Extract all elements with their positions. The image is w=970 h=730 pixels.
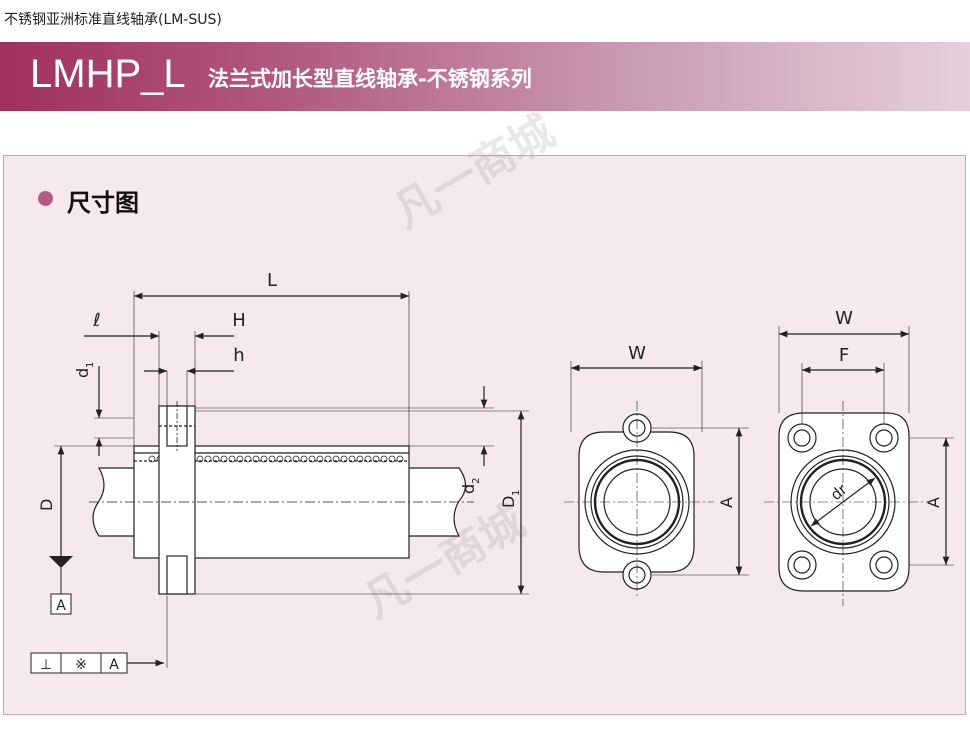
dim-W-mid-label: W bbox=[628, 343, 646, 364]
dim-D1-label: D bbox=[499, 496, 518, 508]
title-banner: LMHP_L 法兰式加长型直线轴承-不锈钢系列 bbox=[0, 42, 970, 111]
product-subtitle: 法兰式加长型直线轴承-不锈钢系列 bbox=[208, 67, 532, 91]
dim-d2-label: d bbox=[459, 484, 478, 494]
dim-d1-label: d bbox=[73, 368, 92, 378]
datum-label: A bbox=[56, 598, 66, 614]
datum-triangle-icon bbox=[49, 556, 73, 568]
model-code: LMHP_L bbox=[30, 52, 186, 96]
dim-H-label: H bbox=[232, 310, 246, 331]
technical-drawing: A ⊥ ※ A L ℓ H h d 1 D d 2 D 1 bbox=[30, 270, 954, 674]
top-caption: 不锈钢亚洲标准直线轴承(LM-SUS) bbox=[4, 12, 222, 28]
front-view-four-hole bbox=[764, 326, 954, 606]
symmetry-icon: ※ bbox=[75, 657, 87, 673]
section-title: 尺寸图 bbox=[67, 189, 139, 217]
tolerance-frame: ⊥ ※ A bbox=[30, 652, 128, 674]
side-view bbox=[54, 291, 529, 668]
datum-box bbox=[50, 593, 72, 615]
dim-d2-subscript: 2 bbox=[471, 478, 482, 484]
dim-W-right-label: W bbox=[835, 308, 853, 329]
dim-A-mid-label: A bbox=[717, 497, 736, 508]
dim-F-label: F bbox=[839, 345, 849, 366]
dim-D-label: D bbox=[37, 499, 56, 511]
bullet-icon bbox=[38, 191, 53, 206]
dim-h-label: h bbox=[233, 345, 244, 366]
tolerance-datum-ref: A bbox=[109, 657, 119, 673]
dimension-panel: 尺寸图 凡一商城 凡一商城 bbox=[3, 106, 966, 715]
dim-D1-subscript: 1 bbox=[511, 490, 522, 496]
dim-l-label: ℓ bbox=[92, 310, 100, 331]
dim-A-right-label: A bbox=[924, 497, 943, 508]
front-view-two-hole bbox=[564, 361, 749, 596]
dim-L-label: L bbox=[267, 270, 277, 291]
dim-d1-subscript: 1 bbox=[85, 362, 96, 368]
perpendicularity-icon: ⊥ bbox=[40, 657, 52, 673]
